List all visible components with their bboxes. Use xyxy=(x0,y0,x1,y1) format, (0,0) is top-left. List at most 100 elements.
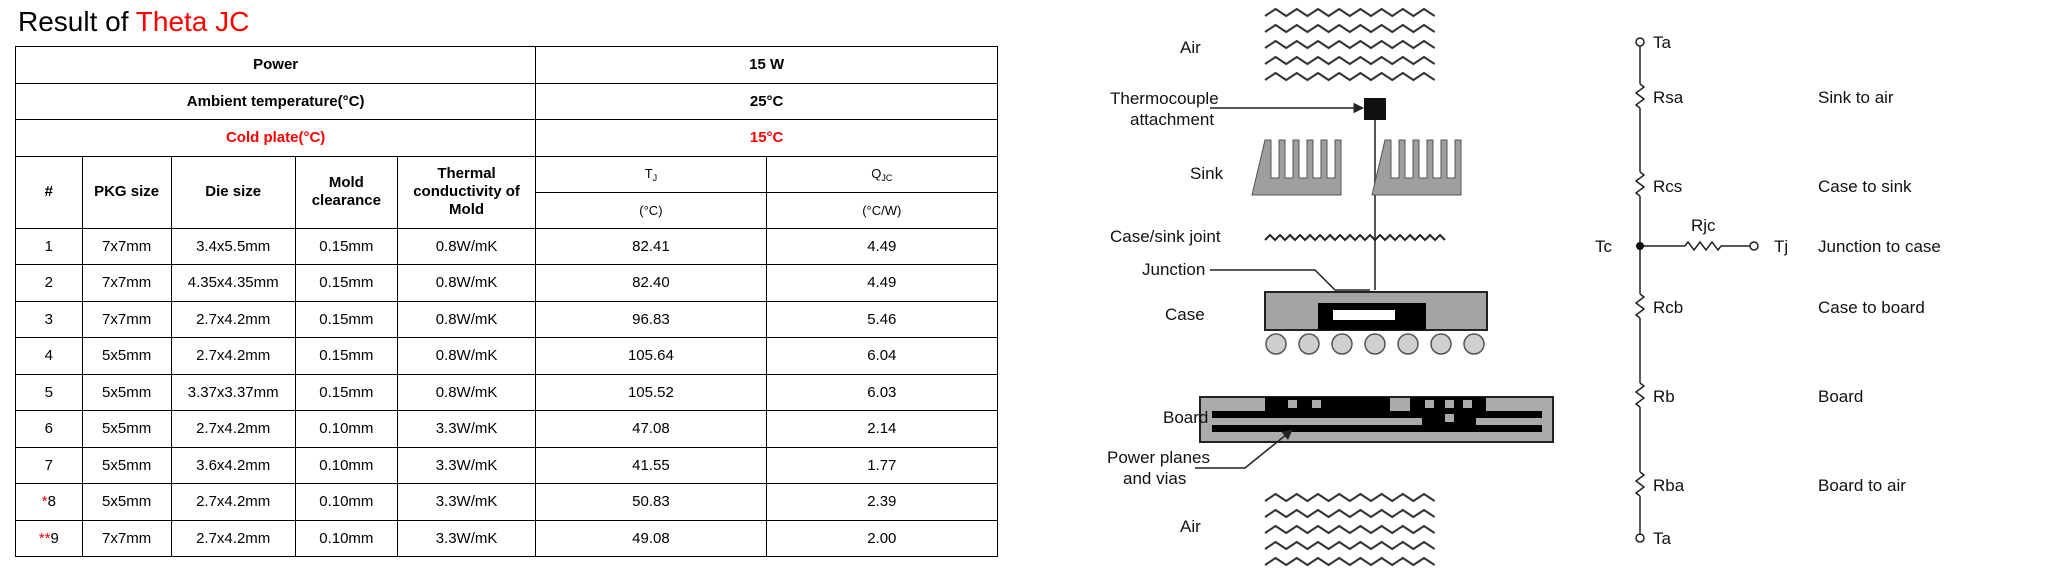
desc-sink-to-air: Sink to air xyxy=(1818,88,1894,107)
label-tc: Tc xyxy=(1595,237,1613,256)
cell-num: 1 xyxy=(15,227,83,265)
cell-tj: 49.08 xyxy=(535,519,767,557)
cell-die-size: 2.7x4.2mm xyxy=(170,483,296,521)
cell-qjc: 6.04 xyxy=(765,337,999,375)
cell-tj: 105.52 xyxy=(535,373,767,411)
thermal-diagram: Air Thermocouple attachment Sink Case/si… xyxy=(1107,7,1941,567)
board-plane-bottom xyxy=(1212,425,1542,432)
row-number: 5 xyxy=(44,383,53,401)
board-pad-left xyxy=(1265,397,1390,411)
cell-tj: 41.55 xyxy=(535,446,767,484)
header-thermal-line1: Thermal xyxy=(437,165,496,182)
cell-mold-clearance: 0.15mm xyxy=(294,227,398,265)
cell-num: 2 xyxy=(15,264,83,302)
header-num: # xyxy=(15,155,83,229)
cell-qjc: 4.49 xyxy=(765,227,999,265)
header-die-size: Die size xyxy=(170,155,296,229)
cell-pkg-size: 5x5mm xyxy=(81,410,172,448)
ambient-value: 25°C xyxy=(535,82,998,120)
cell-thermal-conductivity: 0.8W/mK xyxy=(396,264,537,302)
header-qjc-sub: JC xyxy=(881,172,893,183)
power-row: Power 15 W xyxy=(14,46,998,84)
cell-num: 5 xyxy=(15,373,83,411)
header-tj: TJ xyxy=(535,155,767,193)
label-power-planes-1: Power planes xyxy=(1107,448,1210,467)
cell-pkg-size: 7x7mm xyxy=(81,264,172,302)
header-thermal-line2: conductivity of xyxy=(413,183,520,200)
cell-thermal-conductivity: 3.3W/mK xyxy=(396,410,537,448)
power-value: 15 W xyxy=(535,46,998,84)
row-number: 9 xyxy=(50,529,59,547)
cell-mold-clearance: 0.15mm xyxy=(294,300,398,338)
label-power-planes-2: and vias xyxy=(1123,469,1186,488)
cell-mold-clearance: 0.10mm xyxy=(294,410,398,448)
label-rcs: Rcs xyxy=(1653,177,1682,196)
cell-mold-clearance: 0.10mm xyxy=(294,483,398,521)
cell-qjc: 2.00 xyxy=(765,519,999,557)
cell-tj: 47.08 xyxy=(535,410,767,448)
cell-pkg-size: 5x5mm xyxy=(81,337,172,375)
cell-qjc: 1.77 xyxy=(765,446,999,484)
label-board: Board xyxy=(1163,408,1208,427)
label-junction: Junction xyxy=(1142,260,1205,279)
cold-plate-row: Cold plate(°C) 15°C xyxy=(14,119,998,157)
desc-junction-to-case: Junction to case xyxy=(1818,237,1941,256)
cell-thermal-conductivity: 0.8W/mK xyxy=(396,300,537,338)
label-air-top: Air xyxy=(1180,38,1201,57)
cell-die-size: 2.7x4.2mm xyxy=(170,410,296,448)
cell-die-size: 2.7x4.2mm xyxy=(170,300,296,338)
page-title: Result of Theta JC xyxy=(18,6,249,38)
heat-sink-left xyxy=(1251,139,1342,196)
header-thermal-line3: Mold xyxy=(449,201,485,218)
row-mark: ** xyxy=(38,529,51,547)
cell-qjc: 6.03 xyxy=(765,373,999,411)
desc-board-to-air: Board to air xyxy=(1818,476,1906,495)
results-table: Power 15 W Ambient temperature(°C) 25°C … xyxy=(14,46,999,557)
header-tj-unit: (°C) xyxy=(535,191,767,229)
junction-leader xyxy=(1210,269,1370,291)
die-highlight xyxy=(1333,310,1395,320)
cold-plate-label: Cold plate(°C) xyxy=(14,119,537,157)
resistor-network xyxy=(1634,37,1759,543)
cell-qjc: 2.39 xyxy=(765,483,999,521)
header-tj-sub: J xyxy=(652,172,658,183)
title-highlight: Theta JC xyxy=(135,6,250,37)
label-ta-bottom: Ta xyxy=(1653,529,1672,548)
cell-thermal-conductivity: 0.8W/mK xyxy=(396,373,537,411)
ambient-row: Ambient temperature(°C) 25°C xyxy=(14,82,998,120)
air-bottom-zigzag xyxy=(1264,492,1436,567)
cell-tj: 96.83 xyxy=(535,300,767,338)
cell-thermal-conductivity: 0.8W/mK xyxy=(396,337,537,375)
ambient-label: Ambient temperature(°C) xyxy=(14,82,537,120)
cell-die-size: 2.7x4.2mm xyxy=(170,337,296,375)
label-ta-top: Ta xyxy=(1653,33,1672,52)
power-planes-arrow xyxy=(1195,429,1293,469)
cell-thermal-conductivity: 0.8W/mK xyxy=(396,227,537,265)
header-mold-clearance-line2: clearance xyxy=(311,192,381,209)
label-rcb: Rcb xyxy=(1653,298,1683,317)
header-qjc-main: Q xyxy=(871,165,882,181)
cell-pkg-size: 5x5mm xyxy=(81,446,172,484)
label-thermocouple-1: Thermocouple xyxy=(1110,89,1219,108)
header-row-2: (°C) (°C/W) xyxy=(16,191,999,229)
label-sink: Sink xyxy=(1190,164,1224,183)
cell-mold-clearance: 0.10mm xyxy=(294,519,398,557)
row-number: 4 xyxy=(44,347,53,365)
header-qjc-unit: (°C/W) xyxy=(765,191,999,229)
solder-balls xyxy=(1265,333,1485,355)
cell-die-size: 3.4x5.5mm xyxy=(170,227,296,265)
cell-mold-clearance: 0.15mm xyxy=(294,337,398,375)
air-top-zigzag xyxy=(1264,7,1436,82)
cell-pkg-size: 7x7mm xyxy=(81,519,172,557)
cell-qjc: 4.49 xyxy=(765,264,999,302)
cold-plate-value: 15°C xyxy=(535,119,998,157)
cell-mold-clearance: 0.10mm xyxy=(294,446,398,484)
cell-thermal-conductivity: 3.3W/mK xyxy=(396,519,537,557)
